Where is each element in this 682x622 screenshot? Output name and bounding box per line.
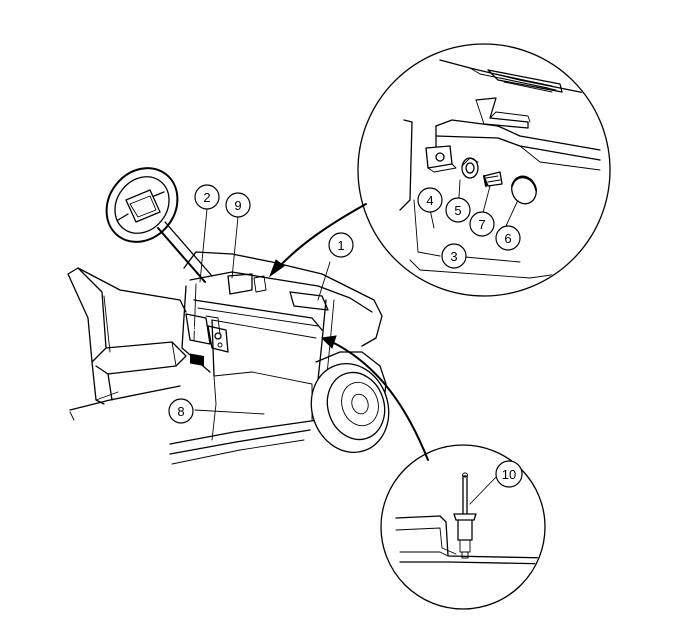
callout-6: 6 bbox=[495, 225, 521, 251]
callout-7-label: 7 bbox=[478, 217, 485, 232]
callout-5-label: 5 bbox=[454, 203, 461, 218]
callout-1-label: 1 bbox=[337, 238, 344, 253]
steering-wheel bbox=[105, 167, 213, 283]
callout-9-label: 9 bbox=[234, 198, 241, 213]
callout-2: 2 bbox=[194, 184, 220, 210]
callout-10-label: 10 bbox=[502, 467, 516, 482]
callout-9: 9 bbox=[225, 192, 251, 218]
seat bbox=[67, 267, 187, 421]
front-wheel bbox=[310, 351, 390, 454]
callout-10: 10 bbox=[495, 460, 523, 488]
callout-4: 4 bbox=[417, 187, 443, 213]
callout-1: 1 bbox=[328, 232, 354, 258]
callout-6-label: 6 bbox=[504, 231, 511, 246]
callout-3: 3 bbox=[441, 243, 467, 269]
callout-5: 5 bbox=[445, 197, 471, 223]
callout-8: 8 bbox=[168, 398, 194, 424]
callout-4-label: 4 bbox=[426, 193, 433, 208]
callout-8-label: 8 bbox=[177, 404, 184, 419]
callout-3-label: 3 bbox=[450, 249, 457, 264]
detail-inset-fasteners bbox=[357, 43, 611, 297]
detail-inset-rivet bbox=[380, 444, 546, 610]
pointer-arrows bbox=[268, 203, 429, 461]
callout-7: 7 bbox=[469, 211, 495, 237]
dash-stop-label: STOP bbox=[191, 327, 207, 333]
callout-2-label: 2 bbox=[203, 190, 210, 205]
